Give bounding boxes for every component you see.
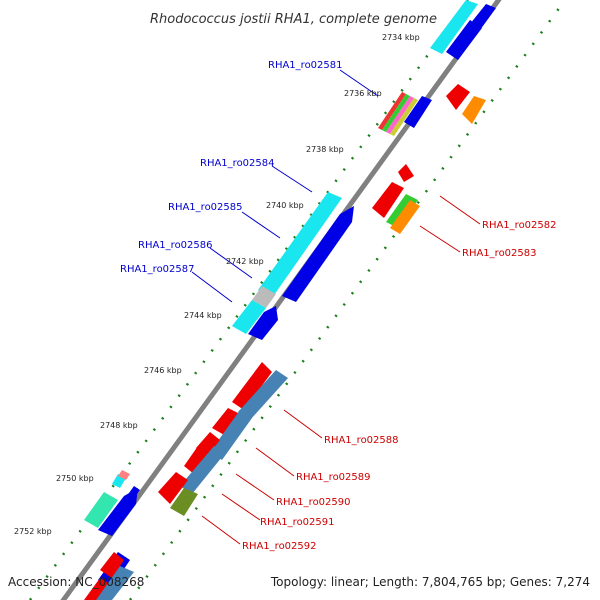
gene-label[interactable]: RHA1_ro02584 [200,158,275,169]
forward-strand-features [84,0,496,600]
gene-label[interactable]: RHA1_ro02582 [482,220,557,231]
leader-line [201,515,241,545]
gene-bar-small[interactable] [118,470,130,480]
gene-arrow[interactable] [158,472,188,504]
gene-label[interactable]: RHA1_ro02585 [168,202,243,213]
gene-bar[interactable] [210,410,252,460]
tick-label: 2750 kbp [56,474,94,483]
gene-arrow[interactable] [212,408,240,436]
gene-label[interactable]: RHA1_ro02590 [276,497,351,508]
tick-label: 2746 kbp [144,366,182,375]
gene-bar-multicolor[interactable] [386,96,414,134]
gene-bar[interactable] [238,370,288,420]
tick-label: 2742 kbp [226,257,264,266]
tick-label: 2748 kbp [100,421,138,430]
gene-arrow[interactable] [446,20,482,60]
leader-line [209,247,253,279]
gene-arrow[interactable] [282,206,354,302]
gene-bar[interactable] [170,488,198,516]
leader-line [191,271,233,303]
tick-label: 2744 kbp [184,311,222,320]
tick-label: 2740 kbp [266,201,304,210]
leader-line [283,409,323,439]
leader-line [255,447,295,477]
gene-bar[interactable] [180,446,226,494]
gene-arrow[interactable] [404,96,432,128]
gene-bar-multicolor[interactable] [378,92,406,130]
map-title: Rhodococcus jostii RHA1, complete genome [150,12,437,27]
reverse-gene-labels: RHA1_ro02582 RHA1_ro02583 RHA1_ro02588 R… [242,220,557,552]
reverse-strand-features [96,84,486,600]
gene-bar[interactable] [96,566,134,600]
gene-label[interactable]: RHA1_ro02586 [138,240,213,251]
gene-bar-multicolor[interactable] [382,94,410,132]
genome-summary-text: Topology: linear; Length: 7,804,765 bp; … [270,575,590,589]
gene-label[interactable]: RHA1_ro02592 [242,541,317,552]
leader-line [419,225,461,253]
gene-label[interactable]: RHA1_ro02589 [296,472,371,483]
gene-label[interactable]: RHA1_ro02581 [268,60,343,71]
gene-arrow[interactable] [248,306,278,340]
gene-arrow[interactable] [100,552,124,578]
gene-arrow[interactable] [462,96,486,124]
gene-arrow[interactable] [446,84,470,110]
gene-bar[interactable] [258,192,342,298]
tick-label: 2736 kbp [344,89,382,98]
gene-arrow[interactable] [470,4,496,30]
gene-arrow[interactable] [84,578,114,600]
leader-line [235,473,275,501]
gene-label[interactable]: RHA1_ro02588 [324,435,399,446]
gene-bar-gray[interactable] [252,286,276,308]
gene-label[interactable]: RHA1_ro02587 [120,264,195,275]
gene-bar-multicolor[interactable] [390,98,418,136]
leader-line [221,493,261,521]
tick-label: 2734 kbp [382,33,420,42]
tick-track-right [128,0,567,600]
gene-label[interactable]: RHA1_ro02583 [462,248,537,259]
gene-arrow[interactable] [184,446,208,474]
forward-gene-labels: RHA1_ro02581 RHA1_ro02584 RHA1_ro02585 R… [120,60,343,275]
gene-arrow[interactable] [124,486,140,504]
gene-arrow[interactable] [372,182,404,218]
tick-labels: 2734 kbp 2736 kbp 2738 kbp 2740 kbp 2742… [14,33,420,536]
gene-bar[interactable] [430,0,478,54]
accession-text: Accession: NC_008268 [8,575,144,589]
tick-label: 2752 kbp [14,527,52,536]
leader-line [339,69,379,97]
gene-bar[interactable] [84,492,118,528]
gene-arrow[interactable] [232,362,272,410]
gene-arrow[interactable] [398,164,414,182]
gene-bar[interactable] [390,200,420,234]
gene-bar[interactable] [232,300,266,334]
leader-line [439,195,481,225]
gene-label[interactable]: RHA1_ro02591 [260,517,335,528]
tick-label: 2738 kbp [306,145,344,154]
leader-line [241,211,281,239]
label-leader-lines [191,69,481,545]
leader-line [271,165,313,193]
